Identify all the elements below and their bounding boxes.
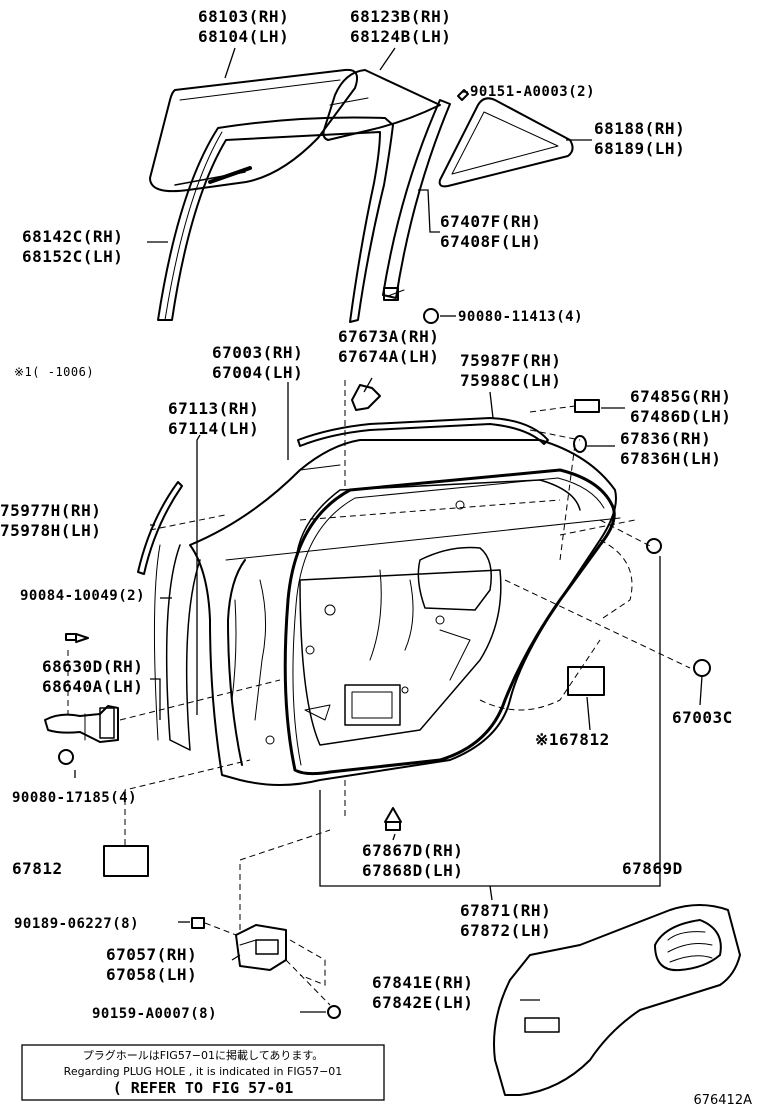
dashed-lines xyxy=(67,380,691,1006)
label-90159: 90159-A0007(8) xyxy=(92,1006,217,1022)
label-68640a: 68640A(LH) xyxy=(42,677,143,696)
belt-moulding-drawing xyxy=(297,417,549,447)
note-reference: ( REFER TO FIG 57-01 xyxy=(113,1079,294,1097)
label-67871: 67871(RH) xyxy=(460,901,551,920)
run-channel-drawing xyxy=(157,116,394,323)
label-75988c: 75988C(LH) xyxy=(460,371,561,390)
label-68104: 68104(LH) xyxy=(198,27,289,46)
label-68142c: 68142C(RH) xyxy=(22,227,123,246)
door-glass-drawing xyxy=(149,68,358,193)
label-67841e: 67841E(RH) xyxy=(372,973,473,992)
label-67114: 67114(LH) xyxy=(168,419,259,438)
label-90080-17185: 90080-17185(4) xyxy=(12,790,137,806)
quarter-window-drawing xyxy=(438,97,574,188)
label-68123b: 68123B(RH) xyxy=(350,7,451,26)
bolt-90084 xyxy=(65,633,89,643)
label-67812: 67812 xyxy=(12,859,63,878)
pad-67812-star xyxy=(567,666,605,696)
leader-lines xyxy=(74,47,703,1013)
note-japanese: プラグホールはFIG57−01に掲載してあります。 xyxy=(83,1048,324,1062)
label-67842e: 67842E(LH) xyxy=(372,993,473,1012)
label-67113: 67113(RH) xyxy=(168,399,259,418)
grommet-67836 xyxy=(573,435,587,453)
label-67867d: 67867D(RH) xyxy=(362,841,463,860)
label-67058: 67058(LH) xyxy=(106,965,197,984)
screw-90189 xyxy=(191,917,205,929)
label-67003: 67003(RH) xyxy=(212,343,303,362)
label-67812-star: ※167812 xyxy=(535,730,610,749)
label-90080-11413: 90080-11413(4) xyxy=(458,309,583,325)
label-90151: 90151-A0003(2) xyxy=(470,84,595,100)
outer-panel-line-drawing xyxy=(153,544,161,741)
bolt-90080-17185 xyxy=(58,749,74,765)
label-68189: 68189(LH) xyxy=(594,139,685,158)
label-75978h: 75978H(LH) xyxy=(0,521,101,540)
door-weatherstrip-drawing xyxy=(283,468,616,776)
label-68630d: 68630D(RH) xyxy=(42,657,143,676)
label-67836: 67836(RH) xyxy=(620,429,711,448)
label-67872: 67872(LH) xyxy=(460,921,551,940)
label-68188: 68188(RH) xyxy=(594,119,685,138)
door-lock-drawing xyxy=(235,924,287,971)
part-labels: 68103(RH) 68104(LH) 68123B(RH) 68124B(LH… xyxy=(0,7,733,1022)
label-67004: 67004(LH) xyxy=(212,363,303,382)
clip-67869d xyxy=(646,538,662,554)
quarter-glass-drawing xyxy=(322,69,441,141)
note-box: プラグホールはFIG57−01に掲載してあります。 Regarding PLUG… xyxy=(21,1044,385,1101)
label-68103: 68103(RH) xyxy=(198,7,289,26)
label-67868d: 67868D(LH) xyxy=(362,861,463,880)
screw-90159 xyxy=(327,1005,341,1019)
label-67869d: 67869D xyxy=(622,859,683,878)
trim-board-drawing xyxy=(493,904,741,1096)
label-90084: 90084-10049(2) xyxy=(20,588,145,604)
clip-67867d xyxy=(384,807,402,831)
label-67057: 67057(RH) xyxy=(106,945,197,964)
note-box-frame xyxy=(21,1044,385,1101)
label-75977h: 75977H(RH) xyxy=(0,501,101,520)
label-67485g: 67485G(RH) xyxy=(630,387,731,406)
label-67486d: 67486D(LH) xyxy=(630,407,731,426)
label-67673a: 67673A(RH) xyxy=(338,327,439,346)
cover-67485g xyxy=(574,399,600,413)
door-panel-drawing xyxy=(189,439,621,786)
division-bar-drawing xyxy=(382,99,451,301)
label-68124b: 68124B(LH) xyxy=(350,27,451,46)
label-67003c: 67003C xyxy=(672,708,733,727)
label-67674a: 67674A(LH) xyxy=(338,347,439,366)
hinge-drawing xyxy=(44,705,119,743)
bolt-90080-11413 xyxy=(423,308,439,324)
label-67408f: 67408F(LH) xyxy=(440,232,541,251)
label-90189: 90189-06227(8) xyxy=(14,916,139,932)
plug-67003c xyxy=(693,659,711,677)
label-67407f: 67407F(RH) xyxy=(440,212,541,231)
label-67836h: 67836H(LH) xyxy=(620,449,721,468)
cushion-drawing xyxy=(351,384,381,411)
outer-panel-edge-drawing xyxy=(165,544,201,751)
inner-seal-drawing xyxy=(137,481,183,575)
label-note-1006: ※1( -1006) xyxy=(14,365,94,379)
label-75987f: 75987F(RH) xyxy=(460,351,561,370)
label-68152c: 68152C(LH) xyxy=(22,247,123,266)
note-english: Regarding PLUG HOLE , it is indicated in… xyxy=(64,1065,343,1078)
pad-67812 xyxy=(103,845,149,877)
figure-id: 676412A xyxy=(693,1093,752,1108)
